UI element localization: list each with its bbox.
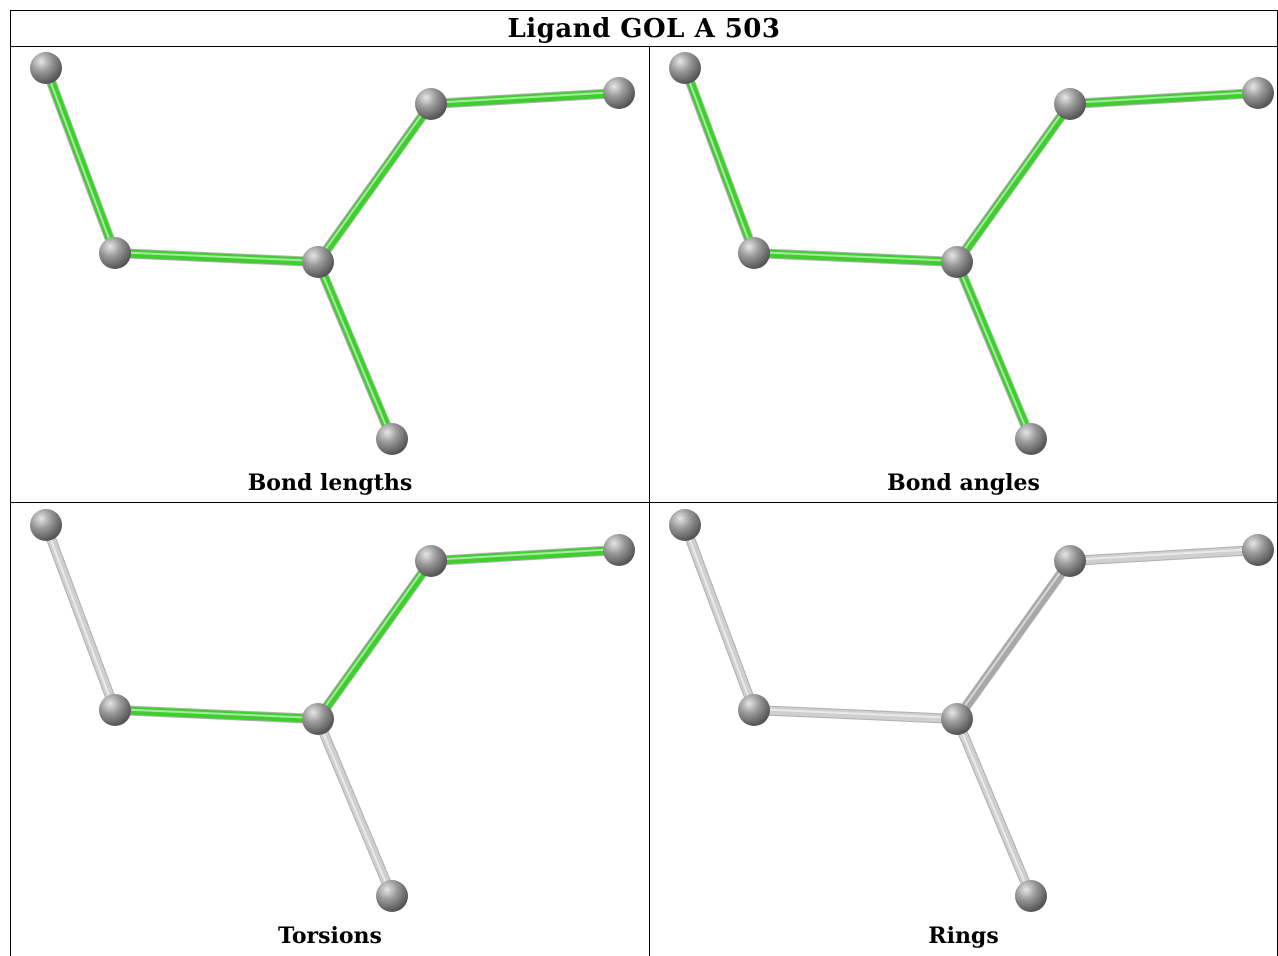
bond-1 [110, 248, 323, 267]
bond-2 [313, 99, 436, 267]
bond-0 [41, 520, 120, 715]
molecule-view-rings [669, 509, 1274, 912]
panel-torsions: Torsions [11, 503, 650, 956]
atom-5 [1015, 880, 1047, 912]
caption-bond-angles: Bond angles [887, 470, 1040, 496]
panel-bond-lengths: Bond lengths [11, 46, 650, 503]
bond-3 [1065, 545, 1263, 566]
atom-1 [738, 237, 770, 269]
bond-3 [426, 545, 624, 566]
atom-0 [669, 52, 701, 84]
bond-0 [680, 63, 759, 258]
panel-grid: Bond lengths Bond angles Torsions Rings [10, 46, 1278, 956]
atom-5 [376, 880, 408, 912]
molecule-view-bond-angles [669, 52, 1274, 455]
molecule-view-torsions [30, 509, 635, 912]
atom-3 [1054, 545, 1086, 577]
bond-0 [680, 520, 759, 715]
caption-torsions: Torsions [278, 923, 382, 949]
atom-5 [1015, 423, 1047, 455]
bond-2 [313, 556, 436, 724]
bond-2 [952, 99, 1075, 267]
atom-3 [415, 545, 447, 577]
bond-4 [313, 257, 397, 444]
atom-4 [1242, 77, 1274, 109]
panel-rings: Rings [650, 503, 1277, 956]
bond-3 [1065, 88, 1263, 109]
molecule-view-bond-lengths [30, 52, 635, 455]
atom-4 [603, 77, 635, 109]
title-row: Ligand GOL A 503 [10, 10, 1278, 47]
atom-2 [302, 703, 334, 735]
panel-bond-angles: Bond angles [650, 46, 1277, 503]
atom-2 [302, 246, 334, 278]
atom-4 [603, 534, 635, 566]
bond-1 [749, 705, 962, 724]
atom-3 [415, 88, 447, 120]
bond-4 [952, 714, 1036, 901]
caption-rings: Rings [928, 923, 999, 949]
atom-2 [941, 246, 973, 278]
atom-1 [99, 237, 131, 269]
bond-1 [749, 248, 962, 267]
atom-4 [1242, 534, 1274, 566]
caption-bond-lengths: Bond lengths [247, 470, 413, 496]
atom-0 [30, 509, 62, 541]
bond-4 [952, 257, 1036, 444]
bond-1 [110, 705, 323, 724]
atom-2 [941, 703, 973, 735]
bond-4 [313, 714, 397, 901]
atom-0 [30, 52, 62, 84]
bond-2 [952, 556, 1075, 724]
bond-3 [426, 88, 624, 109]
atom-1 [738, 694, 770, 726]
atom-5 [376, 423, 408, 455]
atom-1 [99, 694, 131, 726]
atom-3 [1054, 88, 1086, 120]
atom-0 [669, 509, 701, 541]
figure-title: Ligand GOL A 503 [507, 13, 781, 44]
bond-0 [41, 63, 120, 258]
